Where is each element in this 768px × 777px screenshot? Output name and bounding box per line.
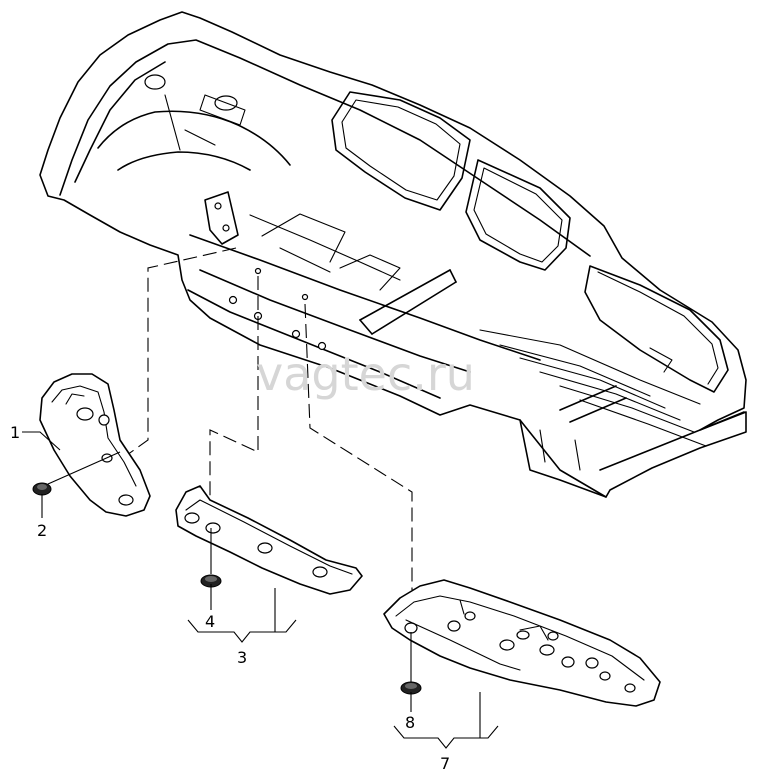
callout-1: 1 xyxy=(10,423,20,442)
vehicle-body-underside xyxy=(39,11,747,498)
callout-leaders xyxy=(22,431,499,749)
callout-2: 2 xyxy=(37,521,47,540)
part-3-middle-trim xyxy=(175,485,363,595)
callout-7: 7 xyxy=(440,754,450,773)
callout-8: 8 xyxy=(405,713,415,732)
callout-3: 3 xyxy=(237,648,247,667)
callout-4: 4 xyxy=(205,612,215,631)
part-7-front-guard xyxy=(383,579,661,707)
part-2-plug xyxy=(32,482,52,496)
callout-numbers: 1 2 3 4 7 8 xyxy=(10,423,450,773)
leader-lines xyxy=(119,247,413,590)
watermark: vagtec.ru xyxy=(256,347,475,401)
part-4-plug xyxy=(200,574,222,588)
part-8-plug xyxy=(400,681,422,695)
part-1-rear-guard xyxy=(39,373,151,517)
